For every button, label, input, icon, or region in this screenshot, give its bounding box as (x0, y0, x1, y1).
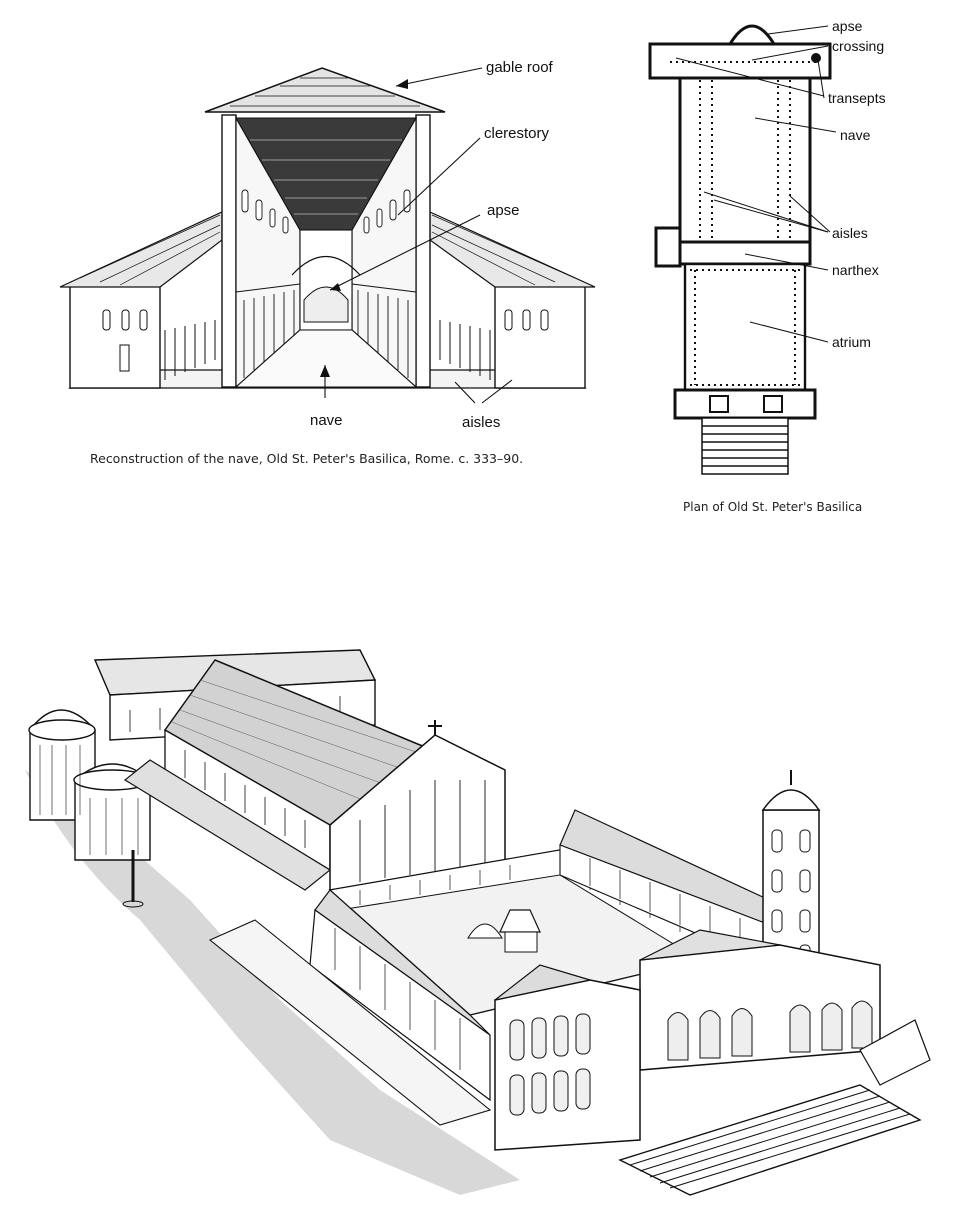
nave-reconstruction-figure: gable roof clerestory apse nave aisles (0, 0, 620, 480)
label-nave: nave (310, 412, 343, 429)
plan-label-crossing: crossing (832, 38, 884, 54)
plan-label-narthex: narthex (832, 262, 879, 278)
label-clerestory: clerestory (484, 125, 550, 142)
basilica-plan-figure: apse crossing transepts nave aisles nart… (640, 0, 960, 480)
plan-label-nave: nave (840, 127, 871, 143)
plan-caption: Plan of Old St. Peter's Basilica (683, 500, 863, 514)
label-aisles: aisles (462, 414, 500, 431)
nave-reconstruction-caption: Reconstruction of the nave, Old St. Pete… (90, 451, 524, 466)
aerial-view-illustration (0, 620, 960, 1226)
plan-label-apse: apse (832, 18, 863, 34)
label-gable-roof: gable roof (486, 59, 554, 76)
basilica-plan-drawing: apse crossing transepts nave aisles nart… (648, 18, 886, 475)
plan-label-atrium: atrium (832, 334, 871, 350)
label-apse: apse (487, 202, 520, 219)
plan-label-transepts: transepts (828, 90, 886, 106)
aerial-view-drawing (25, 649, 931, 1196)
plan-label-aisles: aisles (832, 225, 868, 241)
nave-reconstruction-drawing: gable roof clerestory apse nave aisles (59, 59, 596, 431)
